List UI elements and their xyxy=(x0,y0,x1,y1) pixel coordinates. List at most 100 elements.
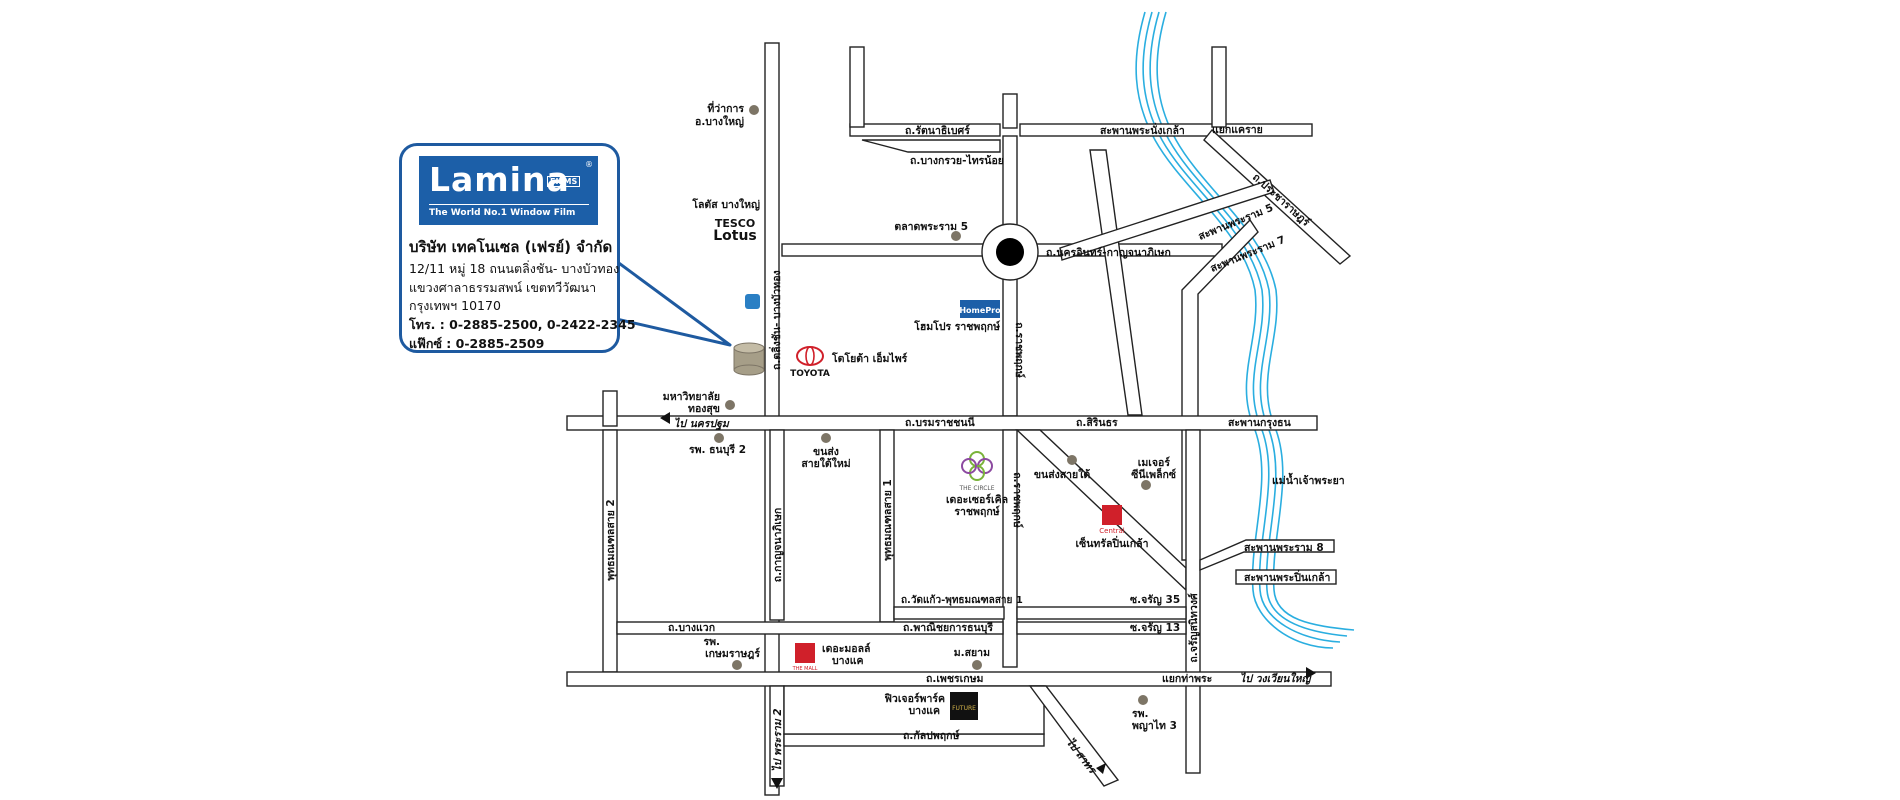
poi-dot-southern-bus-old xyxy=(1067,455,1077,465)
road-rama-8-bridge xyxy=(1199,539,1335,572)
arrow-right-icon xyxy=(1306,667,1316,679)
road-bang-waek xyxy=(616,621,1004,635)
label-phutthamonthon-1: พุทธมณฑลสาย 1 xyxy=(882,479,895,560)
road-diagonal-sirindhorn xyxy=(1089,149,1143,416)
label-borommaratchachonnani: ถ.บรมราชชนนี xyxy=(905,416,976,429)
label-the-mall-1: เดอะมอลล์ xyxy=(822,642,870,655)
road-phra-nang-klao-bridge xyxy=(1019,123,1313,137)
road-stub-upper-left xyxy=(849,46,865,128)
label-ratchaphruek-lower: ถ.ราชพฤกษ์ xyxy=(1011,472,1024,528)
road-stub-thonglor xyxy=(602,390,618,427)
label-southern-bus-old: ขนส่งสายใต้ xyxy=(1034,467,1090,481)
label-future-park-2: บางแค xyxy=(909,705,940,717)
direction-arrows xyxy=(660,412,1316,789)
poi-dot-thonglor-univ xyxy=(725,400,735,410)
arrow-down-icon xyxy=(771,778,783,789)
label-kanchanaphisek: ถ.กาญจนาภิเษก xyxy=(772,508,784,583)
poi-dot-kasemrad xyxy=(732,660,742,670)
label-siam-univ: ม.สยาม xyxy=(954,647,990,659)
label-pin-klao: สะพานพระปิ่นเกล้า xyxy=(1244,569,1330,584)
company-name: บริษัท เทคโนเซล (เฟรย์) จำกัด xyxy=(409,238,613,256)
road-bang-kruai-sai-noi xyxy=(861,139,1001,153)
road-borommaratchachonnani xyxy=(566,415,1318,431)
label-southern-bus-new-1: ขนส่ง xyxy=(813,446,839,458)
road-rama-5-bridge xyxy=(1059,179,1275,261)
poi-dot-thonburi-2 xyxy=(714,433,724,443)
label-talat-phra-ram-5: ตลาดพระราม 5 xyxy=(894,221,968,233)
road-rattanathibet xyxy=(849,123,1001,137)
road-future-park-block xyxy=(783,685,1045,735)
card-seam-cover xyxy=(604,262,616,314)
label-krung-thon: สะพานกรุงธน xyxy=(1228,417,1292,430)
label-lotus-bang-yai: โลตัส บางใหญ่ xyxy=(691,197,760,211)
label-river: แม่น้ำเจ้าพระยา xyxy=(1272,472,1345,487)
arrow-left-icon xyxy=(660,412,670,424)
road-to-sathorn xyxy=(1028,685,1120,787)
water-plant-icon xyxy=(745,294,760,309)
label-toyota: โตโยต้า เอ็มไพร์ xyxy=(831,351,908,365)
label-soi-charan-35: ซ.จรัญ 35 xyxy=(1130,594,1180,606)
label-phra-nang-klao: สะพานพระนั่งเกล้า xyxy=(1100,122,1185,137)
label-wat-kaeo: ถ.วัดแก้ว-พุทธมณฑลสาย 1 xyxy=(901,594,1023,606)
the-mall-logo-icon xyxy=(795,643,815,663)
label-tha-phra: แยกท่าพระ xyxy=(1162,673,1212,685)
road-stub-upper-right xyxy=(1211,46,1227,128)
poi-dot-siam-univ xyxy=(972,660,982,670)
label-soi-charan-13: ซ.จรัญ 13 xyxy=(1130,622,1180,634)
company-address-1: 12/11 หมู่ 18 ถนนตลิ่งชัน- บางบัวทอง xyxy=(409,261,620,276)
poi-dot-southern-bus-new xyxy=(821,433,831,443)
label-kasemrad-1: รพ. xyxy=(703,636,720,648)
label-ratchaphruek-upper: ถ.ราชพฤกษ์ xyxy=(1013,322,1026,378)
poi-dots xyxy=(714,105,1151,705)
homepro-logo: HomePro xyxy=(959,306,1001,315)
the-mall-logo-text: THE MALL xyxy=(792,666,818,672)
the-circle-logo-text: THE CIRCLE xyxy=(958,485,994,492)
label-circle-1: เดอะเซอร์เคิล xyxy=(946,493,1008,506)
label-the-mall-2: บางแค xyxy=(832,655,863,667)
label-major-2: ซีนีเพล็กซ์ xyxy=(1131,467,1176,481)
road-stub-upper-mid xyxy=(1002,93,1018,129)
label-to-nakhon-pathom: ไป นครปฐม xyxy=(674,417,730,431)
label-khae-rai: แยกแคราย xyxy=(1212,124,1263,136)
company-address-3: กรุงเทพฯ 10170 xyxy=(409,298,501,313)
label-phanitchayakan: ถ.พาณิชยการธนบุรี xyxy=(903,621,993,635)
tesco-logo: TESCO xyxy=(715,217,755,230)
label-major-1: เมเจอร์ xyxy=(1138,456,1171,469)
road-network xyxy=(566,42,1352,796)
label-future-park-1: ฟิวเจอร์พาร์ค xyxy=(884,692,945,705)
label-bang-yai-district-1: ที่ว่าการ xyxy=(707,100,744,115)
label-circle-2: ราชพฤกษ์ xyxy=(954,505,999,518)
future-park-logo-icon xyxy=(950,692,978,720)
lamina-logo: Lamina FILMS ® The World No.1 Window Fil… xyxy=(419,156,598,225)
toyota-logo-text: TOYOTA xyxy=(790,369,830,379)
label-phutthamonthon-2: พุทธมณฑลสาย 2 xyxy=(605,499,618,580)
road-sirindhorn-diagonal xyxy=(1015,429,1187,592)
poi-dot-talat-phra-ram-5 xyxy=(951,231,961,241)
label-to-wongwian-yai: ไป วงเวียนใหญ่ xyxy=(1240,672,1312,685)
label-phetkasem: ถ.เพชรเกษม xyxy=(926,673,983,685)
road-ratchaphruek-lower xyxy=(1002,429,1018,668)
road-kanchanaphisek xyxy=(769,429,785,621)
label-charan-sanitwong: ถ.จรัญสนิทวงศ์ xyxy=(1187,593,1200,663)
label-rama-8: สะพานพระราม 8 xyxy=(1244,542,1324,554)
central-logo-icon xyxy=(1102,505,1122,525)
roundabout-center xyxy=(996,238,1024,266)
label-sirindhorn: ถ.สิรินธร xyxy=(1076,417,1118,429)
label-bang-waek: ถ.บางแวก xyxy=(668,622,715,634)
arrow-diag-icon xyxy=(1096,763,1106,774)
toyota-logo-icon xyxy=(796,346,824,366)
label-thonglor-univ-1: มหาวิทยาลัย xyxy=(663,391,720,403)
label-nakhon-in: ถ.นครอินทร์-กาญจนาภิเษก xyxy=(1046,246,1171,259)
label-rattanathibet: ถ.รัตนาธิเบศร์ xyxy=(905,124,970,137)
label-to-phra-ram-2: ไป พระราม 2 xyxy=(771,708,784,771)
label-kanlapaphruek: ถ.กัลปพฤกษ์ xyxy=(903,729,960,742)
company-address-2: แขวงศาลาธรรมสพน์ เขตทวีวัฒนา xyxy=(409,280,597,295)
callout-pointer xyxy=(611,256,732,347)
place-labels: ที่ว่าการ อ.บางใหญ่ โลตัส บางใหญ่ ตลาดพร… xyxy=(663,100,1177,732)
label-bang-yai-district-2: อ.บางใหญ่ xyxy=(695,114,744,128)
road-wat-kaeo xyxy=(893,606,1005,620)
company-fax: แฟ๊กซ์ : 0-2885-2509 xyxy=(409,336,545,351)
company-tel: โทร. : 0-2885-2500, 0-2422-2345 xyxy=(409,317,636,332)
label-homepro: โฮมโปร ราชพฤกษ์ xyxy=(913,320,1000,333)
